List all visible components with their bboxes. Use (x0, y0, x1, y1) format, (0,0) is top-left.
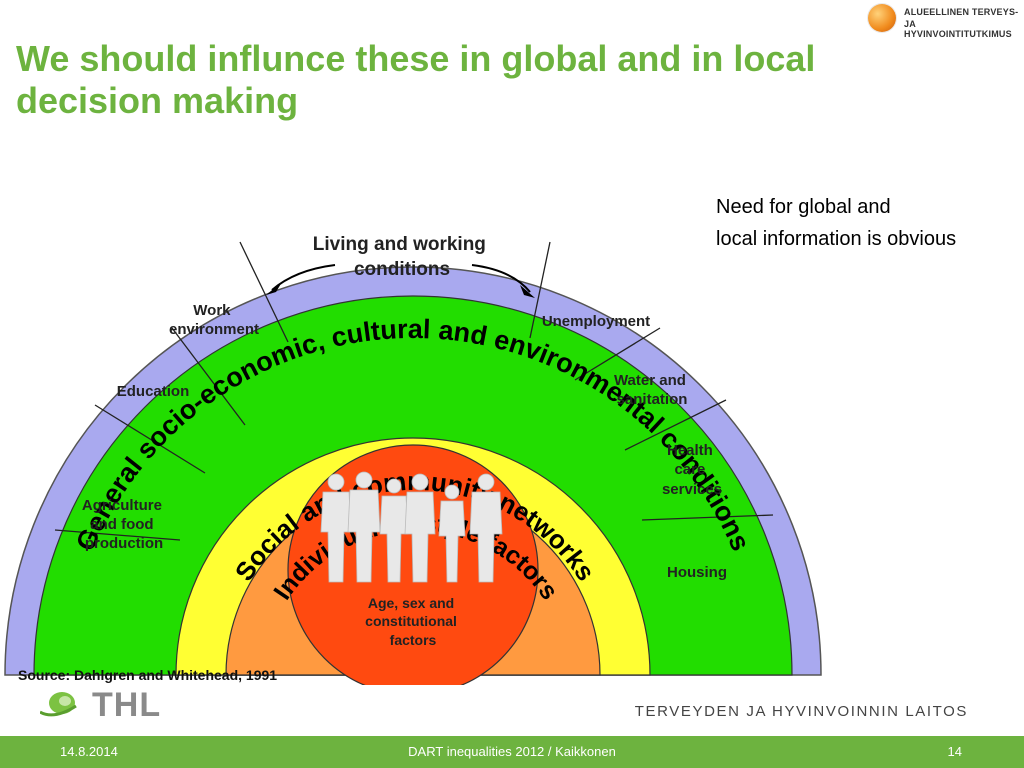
research-badge-icon (868, 4, 896, 32)
health-label: Health care services (662, 442, 722, 498)
work-label: Work environment (169, 302, 259, 338)
unemployment-label: Unemployment (542, 313, 650, 330)
page-number: 14 (947, 744, 962, 759)
segment-dividers (54, 241, 774, 541)
footer-bar: 14.8.2014 DART inequalities 2012 / Kaikk… (0, 736, 1024, 768)
research-logo: ALUEELLINEN TERVEYS- JA HYVINVOINTITUTKI… (866, 2, 1024, 39)
person-icon (469, 473, 503, 583)
people-silhouettes (320, 471, 503, 583)
arrow-left-head (266, 282, 282, 295)
core-label: Age, sex and constitutional factors (365, 595, 461, 648)
research-logo-line1: ALUEELLINEN TERVEYS- (904, 7, 1019, 17)
person-icon (347, 471, 381, 583)
living-arrows (271, 264, 531, 293)
thl-logo: THL (36, 684, 176, 724)
determinants-of-health-diagram: General socio-economic, cultural and env… (4, 234, 822, 685)
slide-title: We should influnce these in global and i… (16, 38, 816, 121)
person-icon (404, 473, 436, 583)
note-line-2: local information is obvious (716, 228, 957, 250)
source-text: Source: Dahlgren and Whitehead, 1991 (18, 667, 277, 683)
arrow-right-head (520, 285, 535, 298)
person-icon (438, 484, 466, 583)
education-label: Education (117, 383, 190, 400)
footer-center: DART inequalities 2012 / Kaikkonen (408, 744, 616, 759)
institute-name: TERVEYDEN JA HYVINVOINNIN LAITOS (634, 703, 968, 720)
housing-label: Housing (667, 564, 727, 581)
person-icon (379, 478, 409, 583)
research-logo-line2: JA HYVINVOINTITUTKIMUS (904, 19, 1012, 39)
water-label: Water and sanitation (614, 372, 690, 408)
footer-date: 14.8.2014 (60, 744, 118, 759)
living-label: Living and working conditions (313, 234, 491, 280)
thl-wordmark: THL (92, 686, 162, 724)
agriculture-label: Agriculture and food production (82, 497, 166, 552)
thl-swoosh-icon (40, 692, 77, 717)
note-line-1: Need for global and (716, 196, 891, 218)
note-text: Need for global and local information is… (716, 191, 1024, 255)
